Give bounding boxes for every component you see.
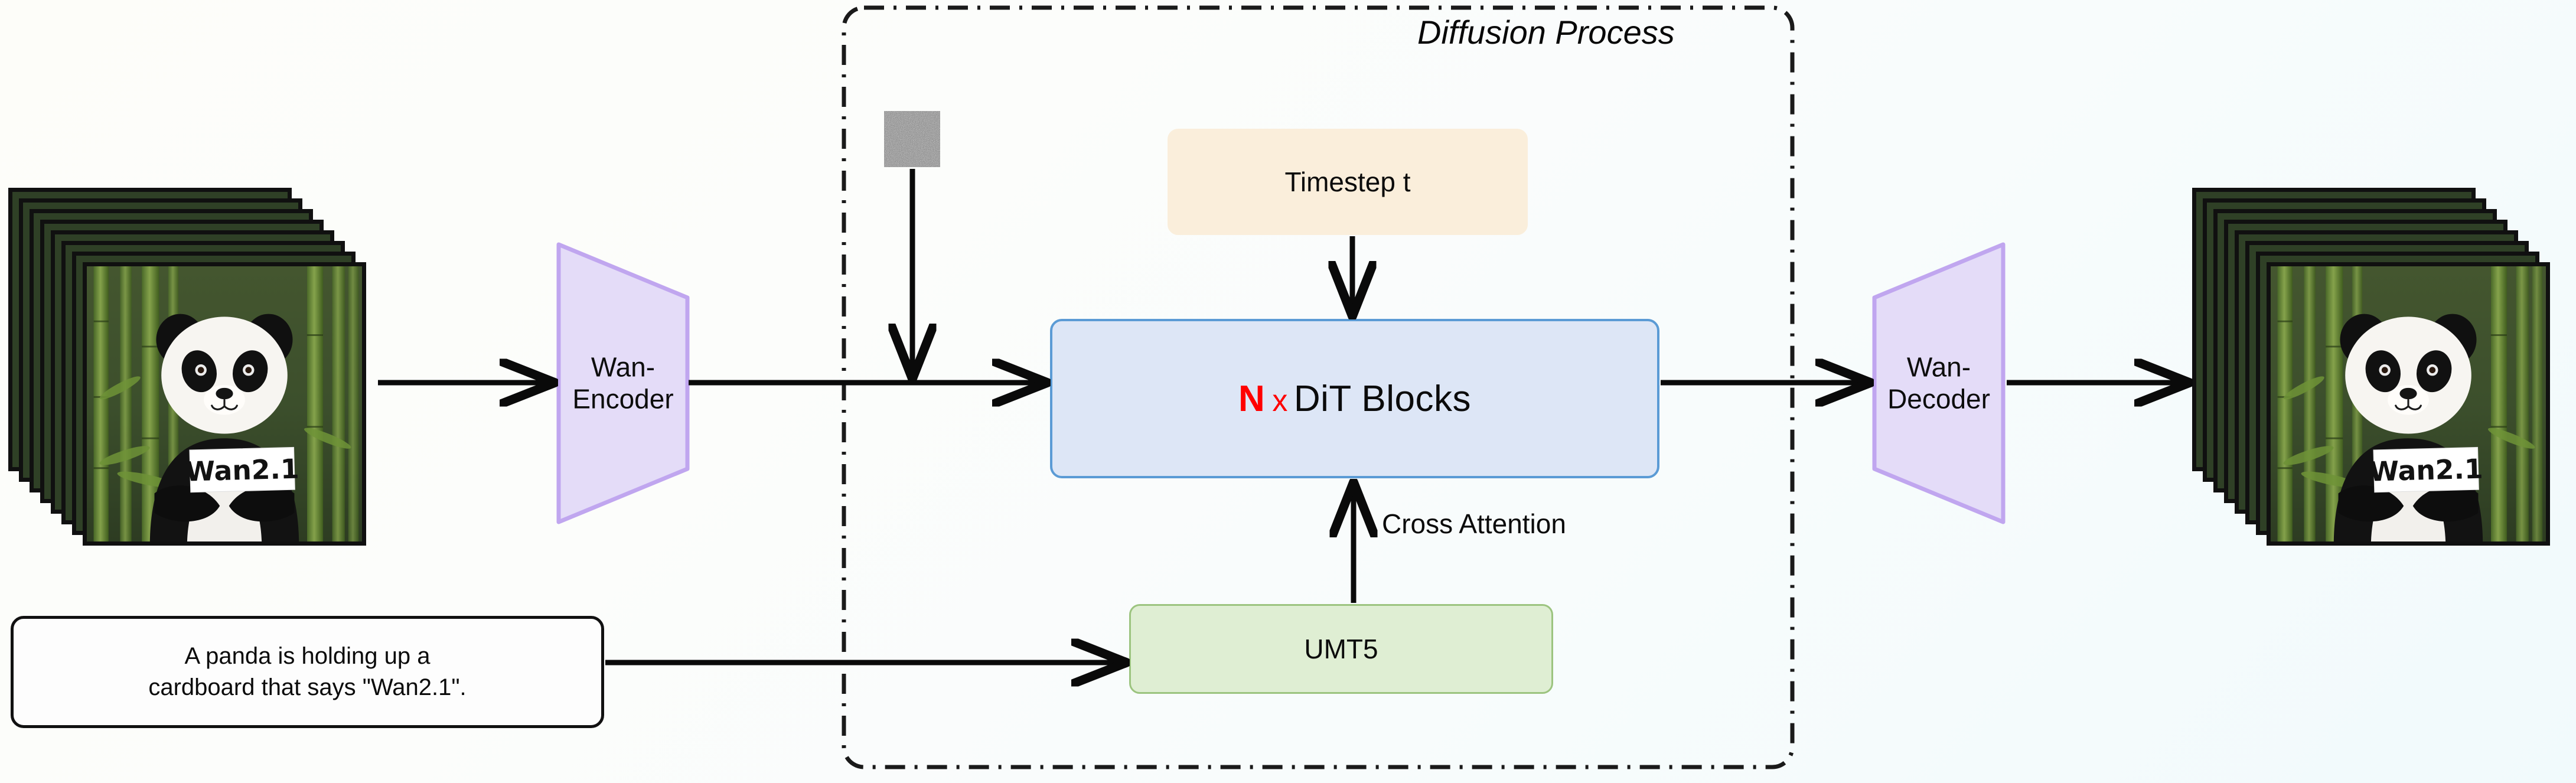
prompt-text: A panda is holding up a cardboard that s… — [148, 643, 467, 700]
input-frame-stack: Wan2.1 — [8, 188, 374, 548]
wan-decoder-shape: Wan- Decoder — [1871, 241, 2007, 526]
diffusion-process-title: Diffusion Process — [1417, 14, 1675, 51]
output-frame-stack: Wan2.1 — [2192, 188, 2558, 548]
svg-text:Wan2.1: Wan2.1 — [2369, 454, 2483, 488]
cross-attention-label: Cross Attention — [1382, 508, 1566, 539]
dit-n-multiplier: N — [1238, 378, 1266, 419]
timestep-label: Timestep t — [1284, 167, 1411, 197]
wan-encoder-shape: Wan- Encoder — [555, 241, 691, 526]
svg-text:Wan2.1: Wan2.1 — [185, 454, 299, 488]
frame-front-input: Wan2.1 — [83, 262, 366, 546]
timestep-box: Timestep t — [1168, 129, 1528, 235]
umt5-label: UMT5 — [1304, 634, 1378, 664]
dit-times-symbol: x — [1272, 383, 1288, 418]
prompt-box[interactable]: A panda is holding up a cardboard that s… — [11, 616, 604, 728]
umt5-box: UMT5 — [1129, 604, 1553, 694]
out-frame-front: Wan2.1 — [2267, 262, 2550, 546]
noise-latent-patch — [884, 111, 940, 167]
dit-blocks-text: DiT Blocks — [1293, 378, 1471, 419]
